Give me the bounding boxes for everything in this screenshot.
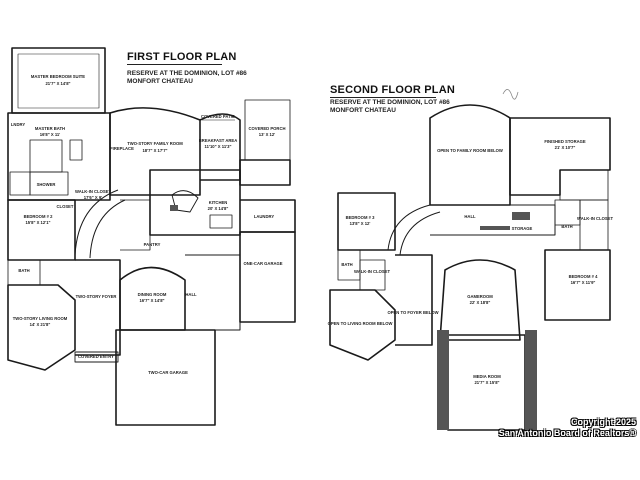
label-storage-2f: STORAGE: [512, 226, 533, 231]
label-media-room: MEDIA ROOM: [473, 374, 501, 379]
label-covered-patio: COVERED PATIO: [201, 114, 236, 119]
label-bath-1f: BATH: [18, 268, 29, 273]
first-floor-subtitle-2: MONFORT CHATEAU: [127, 78, 193, 85]
second-floor-subtitle-2: MONFORT CHATEAU: [330, 107, 396, 114]
label-bedroom-2-dim: 15'8" X 12'1": [25, 220, 50, 225]
label-walk-in-closet-dim: 17'6" X 9': [84, 195, 102, 200]
label-dining-dim: 16'7" X 14'8": [139, 298, 164, 303]
second-floor-title-underline: [330, 97, 436, 98]
label-bath-2f-right: BATH: [561, 224, 572, 229]
label-master-suite: MASTER BEDROOM SUITE: [31, 74, 85, 79]
label-pantry: PANTRY: [144, 242, 161, 247]
label-master-suite-dim: 21'7" X 14'8": [45, 81, 70, 86]
copyright-line-2: San Antonio Board of Realtors®: [498, 428, 636, 438]
label-gameroom: GAMEROOM: [467, 294, 493, 299]
label-bedroom-3: BEDROOM # 3: [346, 215, 376, 220]
label-laundry-top: LNDRY: [11, 122, 25, 127]
label-finished-storage-dim: 21' X 10'7": [555, 145, 576, 150]
label-two-story-living: TWO-STORY LIVING ROOM: [13, 316, 68, 321]
label-covered-porch: COVERED PORCH: [249, 126, 286, 131]
label-two-story-family: TWO-STORY FAMILY ROOM: [127, 141, 183, 146]
label-finished-storage: FINISHED STORAGE: [544, 139, 586, 144]
label-fireplace: FIREPLACE: [110, 146, 134, 151]
label-hall-1f: HALL: [185, 292, 197, 297]
label-open-to-family: OPEN TO FAMILY ROOM BELOW: [437, 148, 503, 153]
label-laundry: LAUNDRY: [254, 214, 275, 219]
label-gameroom-dim: 22' X 18'8": [470, 300, 491, 305]
label-hall-2f: HALL: [464, 214, 476, 219]
label-bedroom-3-dim: 13'8" X 12': [350, 221, 371, 226]
label-closet-1f: CLOSET: [57, 204, 74, 209]
label-two-story-foyer: TWO-STORY FOYER: [76, 294, 117, 299]
label-bath-2f-left: BATH: [341, 262, 352, 267]
label-bedroom-2: BEDROOM # 2: [24, 214, 54, 219]
label-bedroom-4-dim: 16'7" X 11'9": [571, 280, 596, 285]
label-open-to-foyer: OPEN TO FOYER BELOW: [387, 310, 438, 315]
first-floor-title-underline: [127, 64, 222, 65]
label-open-to-living: OPEN TO LIVING ROOM BELOW: [328, 321, 393, 326]
label-covered-entry: COVERED ENTRY: [78, 354, 114, 359]
label-master-bath: MASTER BATH: [35, 126, 65, 131]
label-walk-in-closet-2f-right: WALK-IN CLOSET: [577, 216, 613, 221]
label-breakfast: BREAKFAST AREA: [199, 138, 237, 143]
label-bedroom-4: BEDROOM # 4: [569, 274, 599, 279]
label-two-story-living-dim: 14' X 21'8": [30, 322, 51, 327]
label-kitchen-dim: 20' X 14'8": [208, 206, 229, 211]
copyright-line-1: Copyright 2025: [570, 417, 636, 427]
second-floor-subtitle-1: RESERVE AT THE DOMINION, LOT #86: [330, 99, 450, 106]
first-floor-title: FIRST FLOOR PLAN: [127, 51, 237, 63]
label-media-room-dim: 21'7" X 15'8": [474, 380, 499, 385]
label-master-bath-dim: 16'8" X 11': [40, 132, 61, 137]
label-breakfast-dim: 11'10" X 11'3": [205, 144, 232, 149]
label-two-car-garage: TWO-CAR GARAGE: [148, 370, 188, 375]
label-two-story-family-dim: 18'7" X 17'7": [142, 148, 167, 153]
first-floor-subtitle-1: RESERVE AT THE DOMINION, LOT #86: [127, 70, 247, 77]
label-shower: SHOWER: [37, 182, 56, 187]
label-one-car-garage: ONE-CAR GARAGE: [243, 261, 282, 266]
label-kitchen: KITCHEN: [209, 200, 228, 205]
label-walk-in-closet: WALK-IN CLOSET: [75, 189, 111, 194]
label-dining: DINING ROOM: [138, 292, 167, 297]
label-covered-porch-dim: 13' X 12': [259, 132, 275, 137]
label-walk-in-closet-2f: WALK-IN CLOSET: [354, 269, 390, 274]
second-floor-title: SECOND FLOOR PLAN: [330, 84, 456, 96]
